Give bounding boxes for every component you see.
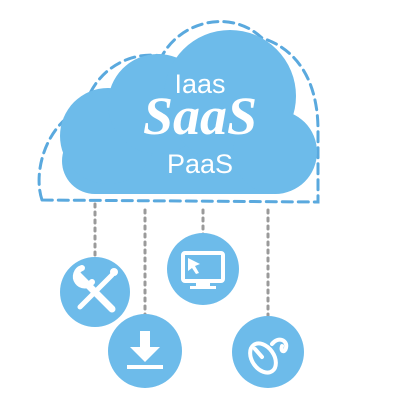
mouse-icon [248,337,289,375]
cloud-label-saas: SaaS [142,86,258,146]
download-icon [127,331,163,369]
connector-lines [93,202,270,320]
monitor-cursor-icon-circle [167,233,239,305]
mouse-icon-circle [232,316,304,388]
cloud-dashed-outline [37,20,320,204]
cloud-shape [60,30,317,194]
download-icon-circle [108,314,182,388]
tools-icon-circle [60,257,130,327]
cloud-label-iaas: Iaas [174,69,226,99]
cloud-label-paas: PaaS [166,149,234,179]
tools-icon [72,265,118,313]
monitor-cursor-icon [181,251,225,289]
